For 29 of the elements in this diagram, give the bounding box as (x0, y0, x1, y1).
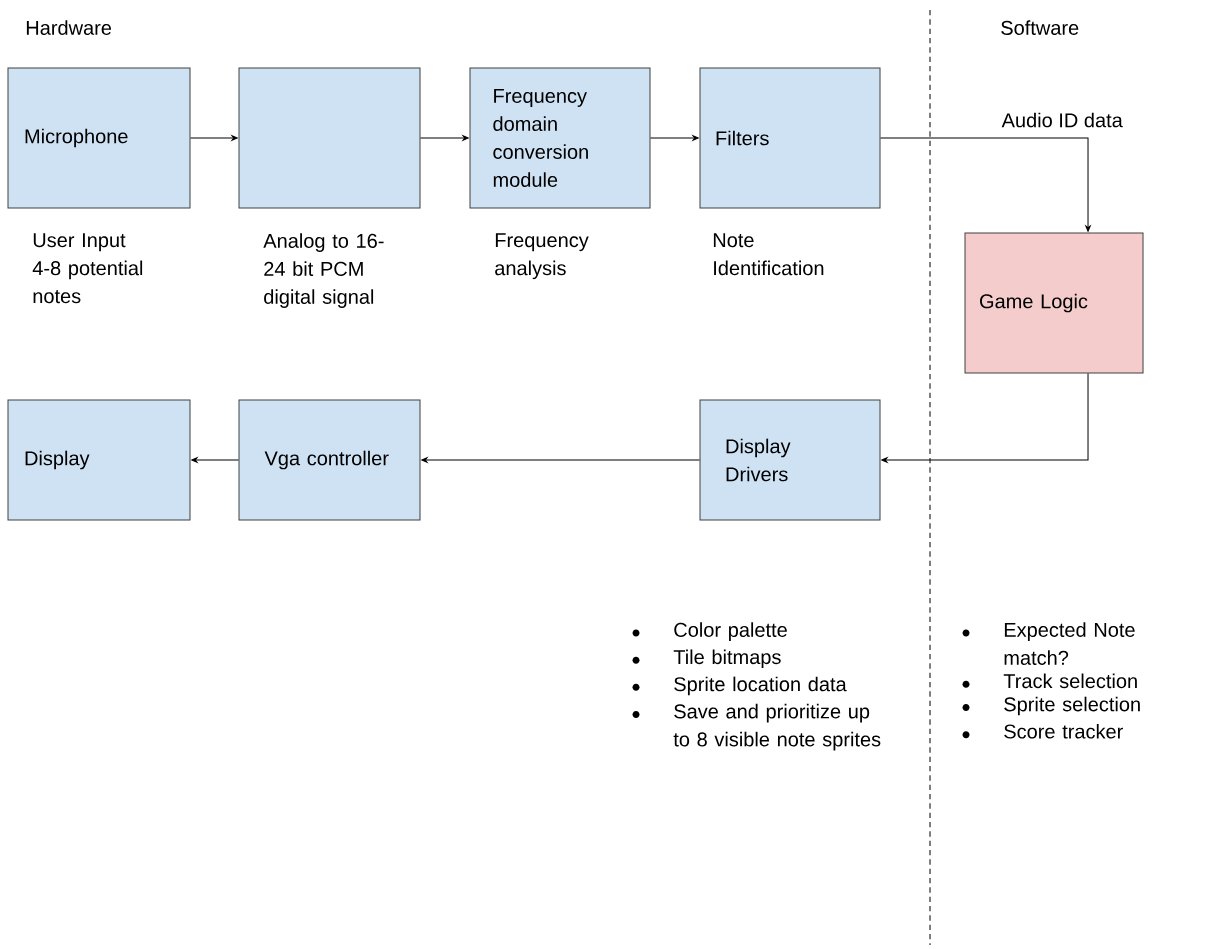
process-box: Frequency domain conversion module (469, 67, 651, 209)
bullet-item: Tile bitmaps (632, 649, 781, 669)
arrow (191, 457, 239, 463)
arrow (190, 135, 238, 141)
bullet-item: Sprite location data (632, 676, 847, 696)
node-caption: Note Identification (713, 233, 824, 276)
process-box: Game Logic (964, 232, 1144, 374)
process-box: Microphone (7, 67, 191, 209)
process-box: Filters (699, 67, 881, 209)
bullet-item: Expected Note match? (962, 622, 1135, 665)
arrow (650, 135, 699, 141)
bullet-item: Score tracker (962, 723, 1123, 739)
section-heading: Software (1001, 20, 1079, 35)
arrow (880, 137, 1091, 232)
node-caption: Frequency analysis (495, 233, 589, 280)
bullet-item: Save and prioritize up to 8 visible note sprites (632, 703, 881, 751)
process-box: Display (7, 399, 191, 521)
arrow (881, 373, 1089, 463)
section-heading: Hardware (26, 20, 112, 35)
edge-label: Audio ID data (1000, 111, 1125, 129)
process-box: Display Drivers (699, 399, 881, 521)
bullet-item: Color palette (632, 622, 787, 641)
arrow (421, 457, 700, 463)
process-box: Vga controller (238, 399, 421, 521)
bullet-item: Sprite selection (962, 696, 1140, 716)
bullet-item: Track selection (962, 673, 1137, 689)
node-caption: Analog to 16-24 bit PCM digital signal (263, 233, 384, 308)
arrow (420, 135, 469, 141)
node-caption: User Input 4-8 potential notes (32, 233, 143, 304)
